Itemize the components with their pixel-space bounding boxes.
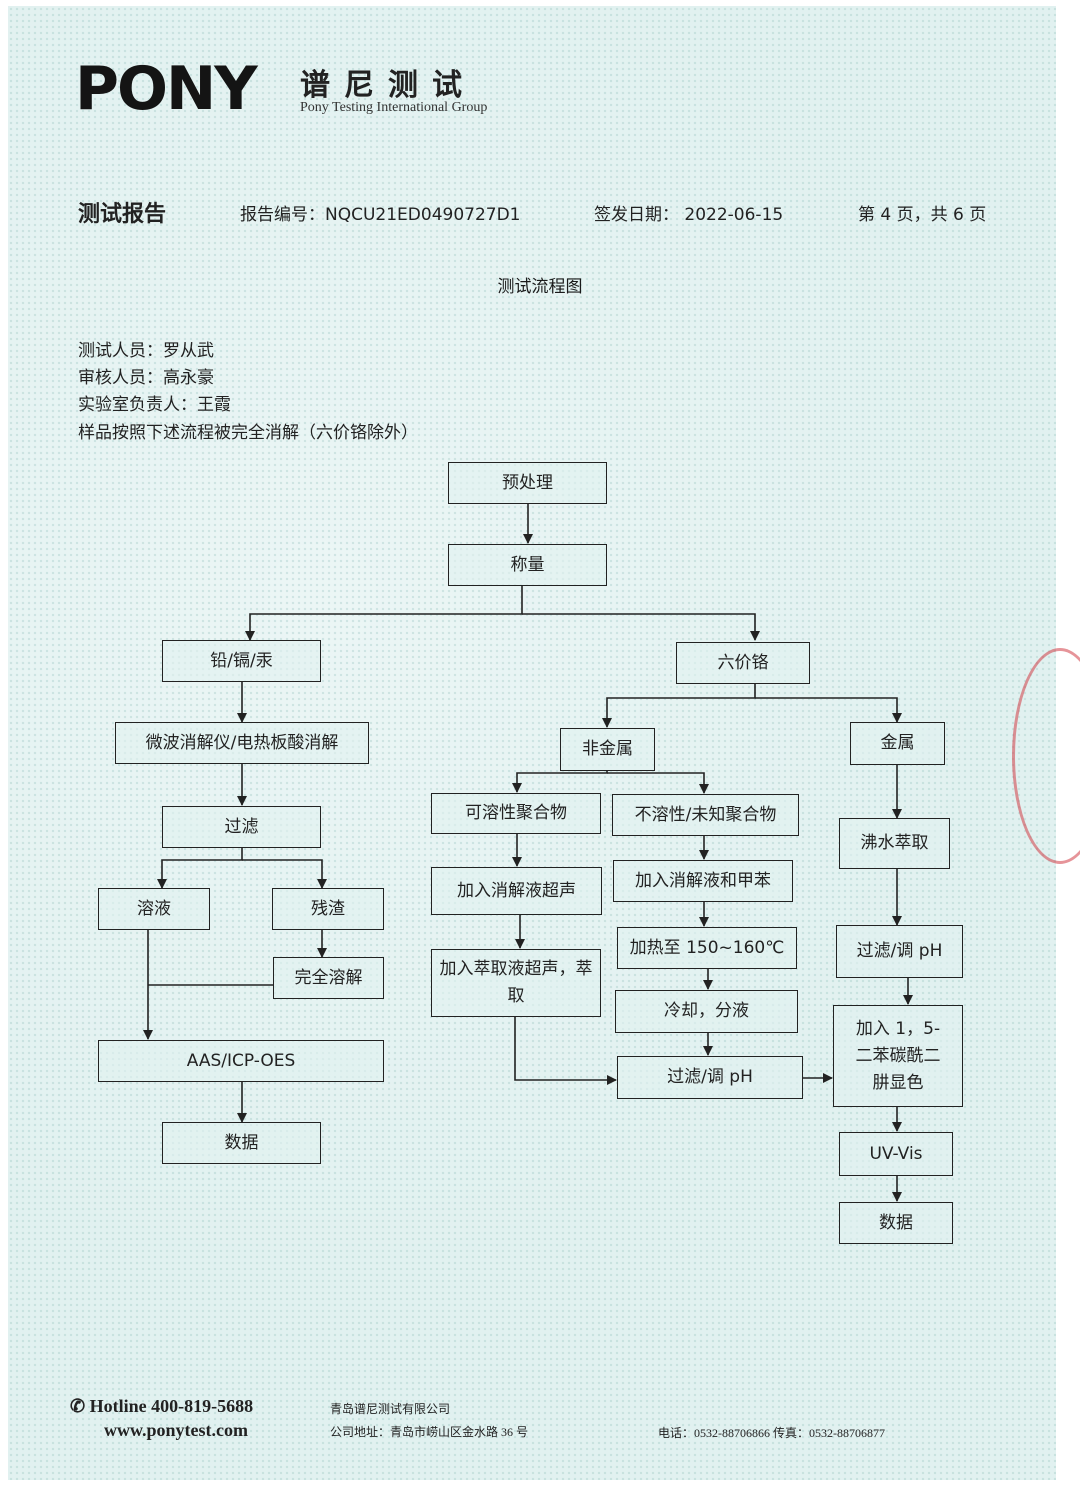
phone-icon: ✆ xyxy=(70,1396,90,1416)
step-solution: 溶液 xyxy=(98,888,210,930)
step-add-extractant: 加入萃取液超声，萃取 xyxy=(431,949,601,1017)
step-microwave-digestion: 微波消解仪/电热板酸消解 xyxy=(115,722,369,764)
pony-logo: PONY xyxy=(75,54,258,124)
logo-chinese-name: 谱尼测试 xyxy=(300,68,476,103)
step-heat: 加热至 150~160℃ xyxy=(617,927,797,969)
step-metal: 金属 xyxy=(850,722,945,765)
step-residue: 残渣 xyxy=(272,888,384,930)
step-dpc-coloration: 加入 1，5-二苯碳酰二肼显色 xyxy=(833,1005,963,1107)
reviewer: 审核人员：高永豪 xyxy=(78,368,214,388)
step-data-right: 数据 xyxy=(839,1202,953,1244)
step-uv-vis: UV-Vis xyxy=(839,1132,953,1176)
step-filter-ph-middle: 过滤/调 pH xyxy=(617,1056,803,1099)
step-complete-dissolution: 完全溶解 xyxy=(273,957,384,999)
step-filter-ph-right: 过滤/调 pH xyxy=(836,925,963,978)
step-add-digest-toluene: 加入消解液和甲苯 xyxy=(613,860,793,902)
step-insoluble-polymer: 不溶性/未知聚合物 xyxy=(612,794,799,836)
step-aas-icp-oes: AAS/ICP-OES xyxy=(98,1040,384,1082)
step-cr6: 六价铬 xyxy=(676,642,810,684)
step-soluble-polymer: 可溶性聚合物 xyxy=(431,793,601,834)
step-filter: 过滤 xyxy=(162,806,321,848)
issue-date: 签发日期： 2022-06-15 xyxy=(594,205,784,225)
company-address: 公司地址：青岛市崂山区金水路 36 号 xyxy=(330,1425,529,1439)
report-title: 测试报告 xyxy=(78,202,167,227)
tester: 测试人员：罗从武 xyxy=(78,341,214,361)
step-non-metal: 非金属 xyxy=(560,728,655,771)
company-name: 青岛谱尼测试有限公司 xyxy=(330,1402,451,1416)
logo-english-name: Pony Testing International Group xyxy=(300,100,488,115)
phone-fax: 电话：0532-88706866 传真：0532-88706877 xyxy=(658,1426,885,1440)
hotline-text: Hotline 400-819-5688 xyxy=(89,1396,254,1416)
page-indicator: 第 4 页，共 6 页 xyxy=(858,205,987,225)
digestion-note: 样品按照下述流程被完全消解（六价铬除外） xyxy=(78,423,418,443)
step-add-digest-ultrasonic: 加入消解液超声 xyxy=(431,867,602,915)
website: www.ponytest.com xyxy=(104,1420,248,1440)
report-number: 报告编号：NQCU21ED0490727D1 xyxy=(240,205,521,225)
step-cool-separate: 冷却，分液 xyxy=(615,990,798,1033)
step-pretreatment: 预处理 xyxy=(448,462,607,504)
step-weighing: 称量 xyxy=(448,544,607,586)
step-pb-cd-hg: 铅/镉/汞 xyxy=(162,640,321,682)
step-boiling-extraction: 沸水萃取 xyxy=(839,818,950,869)
lab-head: 实验室负责人：王霞 xyxy=(78,395,231,415)
flowchart-title: 测试流程图 xyxy=(497,277,583,297)
step-data-left: 数据 xyxy=(162,1122,321,1164)
hotline: ✆ Hotline 400-819-5688 xyxy=(70,1396,253,1417)
